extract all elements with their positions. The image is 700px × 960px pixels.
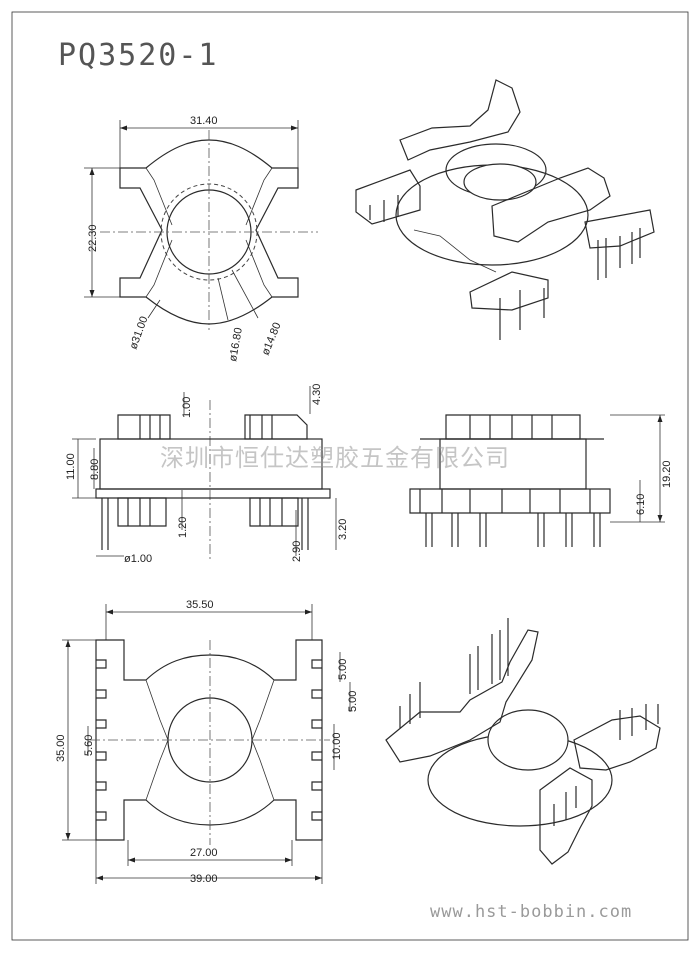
dim-front-flange: 4.30 (311, 384, 323, 405)
dim-front-base: 1.20 (177, 517, 189, 538)
dim-front-step: 1.00 (181, 397, 193, 418)
sheet-border (11, 11, 689, 941)
dim-top-height: 22.30 (87, 224, 99, 252)
dim-pitch-b: 5.00 (347, 691, 359, 712)
dim-outer-dia: ø31.00 (128, 315, 151, 351)
dim-inner-dia: ø16.80 (227, 327, 245, 363)
dim-bottom-outer-width: 39.00 (190, 873, 218, 885)
dim-pin-length: 3.20 (337, 519, 349, 540)
dim-hole-dia: ø14.80 (260, 321, 284, 357)
dim-side-total: 19.20 (661, 460, 673, 488)
dim-pin-dia: ø1.00 (124, 553, 152, 565)
isometric-view-top (355, 79, 655, 340)
dim-side-pin: 6.10 (635, 494, 647, 515)
dim-bottom-top-width: 35.50 (186, 599, 214, 611)
dim-bottom-inner-width: 27.00 (190, 847, 218, 859)
bottom-view: 35.50 35.00 5.60 5.00 5.00 10.00 (55, 599, 359, 885)
isometric-view-bottom (385, 618, 661, 865)
dim-top-width: 31.40 (190, 115, 218, 127)
dim-front-body: 8.80 (89, 459, 101, 480)
dim-front-total: 11.00 (65, 453, 77, 480)
drawing-title: PQ3520-1 (58, 38, 219, 73)
top-view: 31.40 22.30 ø31.00 ø16.80 ø14.80 (84, 115, 318, 363)
company-watermark: 深圳市恒仕达塑胶五金有限公司 (160, 444, 510, 472)
dim-pitch-a: 5.00 (337, 659, 349, 680)
website-url: www.hst-bobbin.com (430, 902, 633, 922)
side-view: 19.20 6.10 (409, 414, 673, 547)
front-view: 11.00 8.80 1.00 4.30 1.20 ø1.00 2.90 3.2… (65, 384, 349, 565)
dim-pin-offset: 2.90 (291, 541, 303, 562)
dim-pitch-c: 10.00 (331, 732, 343, 760)
dim-left-pitch: 5.60 (83, 735, 95, 756)
dim-bottom-height: 35.00 (55, 734, 67, 762)
